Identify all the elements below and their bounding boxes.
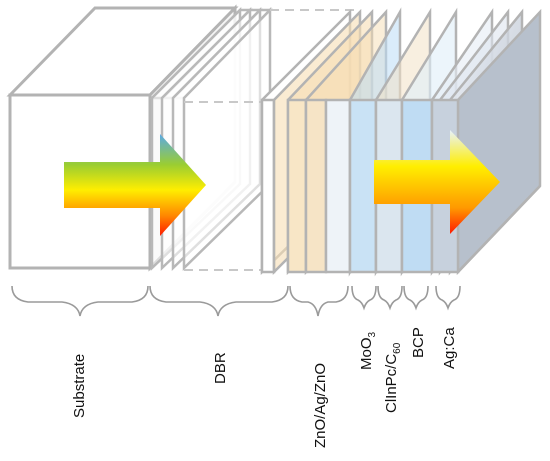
brace-substrate [11, 285, 149, 317]
brace-zno [289, 285, 349, 317]
layer-braces [11, 285, 461, 317]
label-bcp: BCP [410, 327, 427, 358]
brace-agca [435, 285, 461, 311]
label-dbr: DBR [212, 352, 229, 384]
label-substrate: Substrate [71, 354, 88, 418]
dbr-stack [148, 6, 273, 271]
light-arrow-icon [64, 134, 206, 236]
brace-moo3 [351, 285, 377, 311]
label-clinpc-c60: ClInPc/C60 [383, 342, 403, 413]
light-arrow-icon [374, 130, 500, 234]
dashed-guides [184, 9, 355, 271]
label-ag-ca: Ag:Ca [441, 327, 458, 369]
brace-clinpc [377, 285, 403, 311]
brace-bcp [403, 285, 429, 311]
label-moo3: MoO3 [358, 331, 378, 370]
label-zno-ag-zno: ZnO/Ag/ZnO [312, 363, 329, 448]
brace-dbr [149, 285, 289, 317]
